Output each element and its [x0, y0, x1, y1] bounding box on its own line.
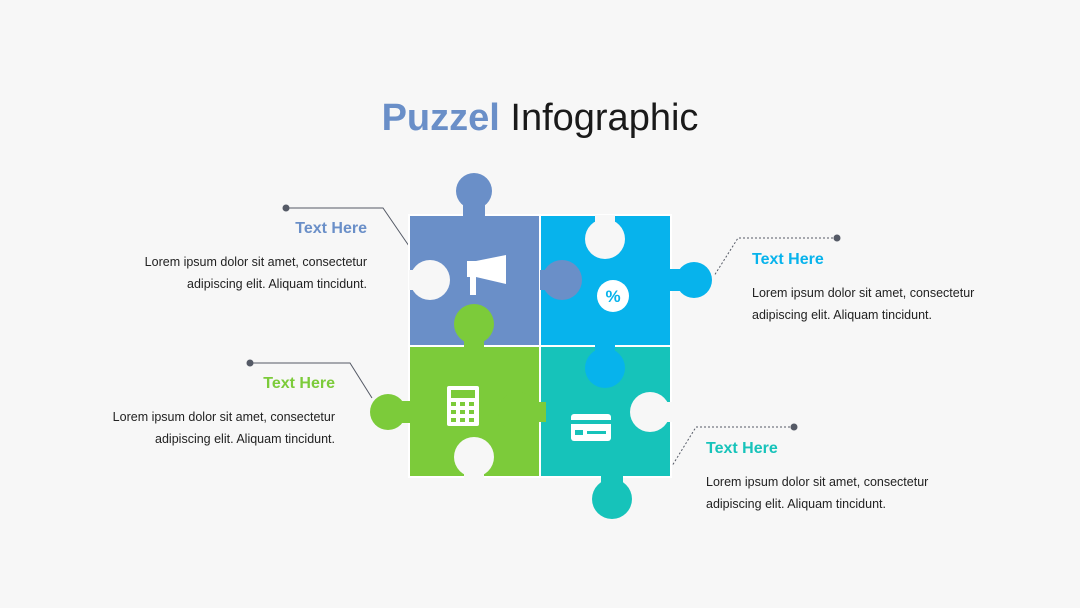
connector-line-2	[250, 362, 373, 399]
block-line: Lorem ipsum dolor sit amet, consectetur	[112, 410, 335, 424]
title-accent: Puzzel	[381, 97, 500, 139]
text-block-bottom-right: Text Here Lorem ipsum dolor sit amet, co…	[706, 438, 1006, 515]
title-rest: Infographic	[510, 97, 699, 139]
connector-line-3	[713, 237, 837, 277]
block-line: adipiscing elit. Aliquam tincidunt.	[752, 308, 932, 322]
percent-badge-icon: %	[597, 280, 629, 312]
text-block-top-left: Text Here Lorem ipsum dolor sit amet, co…	[60, 218, 367, 295]
block-title: Text Here	[706, 440, 778, 457]
block-title: Text Here	[752, 251, 824, 268]
connectors	[246, 204, 841, 467]
text-block-bottom-left: Text Here Lorem ipsum dolor sit amet, co…	[30, 373, 335, 450]
block-line: adipiscing elit. Aliquam tincidunt.	[706, 497, 886, 511]
credit-card-icon	[571, 414, 611, 441]
block-body: Lorem ipsum dolor sit amet, consectetur …	[752, 282, 1052, 326]
page-title: Puzzel Infographic	[0, 92, 1080, 144]
block-line: Lorem ipsum dolor sit amet, consectetur	[752, 286, 975, 300]
block-body: Lorem ipsum dolor sit amet, consectetur …	[706, 471, 1006, 515]
block-line: adipiscing elit. Aliquam tincidunt.	[155, 432, 335, 446]
text-block-top-right: Text Here Lorem ipsum dolor sit amet, co…	[752, 249, 1052, 326]
connector-line-4	[671, 426, 794, 467]
block-line: adipiscing elit. Aliquam tincidunt.	[187, 277, 367, 291]
puzzle-piece-top-right	[539, 214, 712, 347]
block-title: Text Here	[263, 375, 335, 392]
block-body: Lorem ipsum dolor sit amet, consectetur …	[30, 406, 335, 450]
puzzle-piece-bottom-right	[498, 344, 672, 519]
block-line: Lorem ipsum dolor sit amet, consectetur	[144, 255, 367, 269]
calculator-icon	[447, 386, 479, 426]
megaphone-icon	[467, 255, 506, 295]
block-title: Text Here	[295, 220, 367, 237]
connector-line-1	[286, 207, 410, 247]
block-body: Lorem ipsum dolor sit amet, consectetur …	[60, 251, 367, 295]
block-line: Lorem ipsum dolor sit amet, consectetur	[706, 475, 929, 489]
svg-text:%: %	[605, 287, 620, 306]
